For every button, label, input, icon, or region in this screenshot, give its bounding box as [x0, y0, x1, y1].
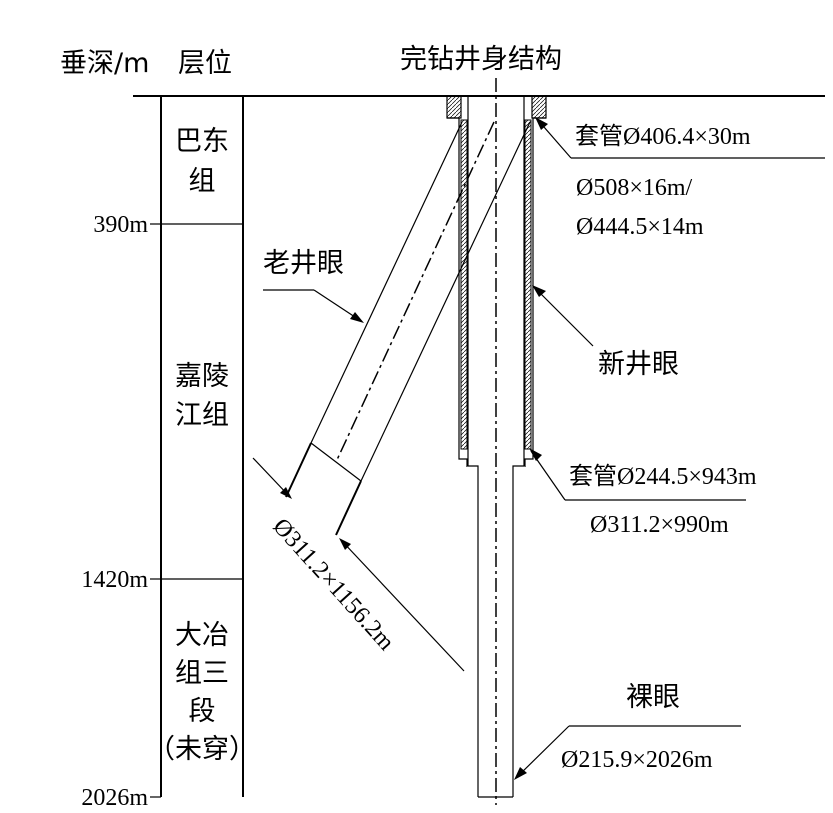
layer-header: 层位	[178, 48, 232, 79]
depth-header: 垂深/m	[60, 48, 149, 79]
surface-hole	[447, 117, 546, 467]
casing1-label: 套管Ø406.4×30m	[575, 123, 751, 150]
formation-jialingjiang-line1: 嘉陵	[175, 361, 229, 392]
formation-badong-line1: 巴东	[175, 126, 229, 157]
formation-daye-line1: 大冶	[175, 620, 229, 651]
old-hole-size-label: Ø311.2×1156.2m	[268, 514, 400, 656]
formation-column	[150, 96, 244, 798]
intermediate-casing	[460, 119, 532, 450]
formation-jialingjiang-line2: 江组	[175, 400, 229, 431]
hole1-label-b: Ø444.5×14m	[576, 214, 704, 240]
new-wellbore	[467, 96, 525, 798]
open-hole-label: 裸眼	[626, 682, 680, 713]
formation-daye-line2: 组三	[175, 658, 229, 689]
formation-daye-line4: （未穿）	[148, 734, 256, 765]
old-hole-label: 老井眼	[263, 248, 344, 279]
hole2-label: Ø311.2×990m	[590, 512, 729, 538]
formation-badong-line2: 组	[189, 166, 216, 197]
leaders	[252, 117, 825, 780]
depth-2026: 2026m	[81, 785, 148, 811]
depth-390: 390m	[93, 212, 148, 238]
hole1-label-a: Ø508×16m/	[576, 175, 693, 201]
formation-daye-line3: 段	[189, 696, 216, 727]
diagram-title: 完钻井身结构	[400, 44, 562, 75]
casing2-label: 套管Ø244.5×943m	[569, 463, 757, 490]
depth-1420: 1420m	[81, 567, 148, 593]
new-hole-label: 新井眼	[598, 349, 679, 380]
old-wellbore	[285, 121, 531, 536]
hole3-label: Ø215.9×2026m	[561, 747, 713, 773]
